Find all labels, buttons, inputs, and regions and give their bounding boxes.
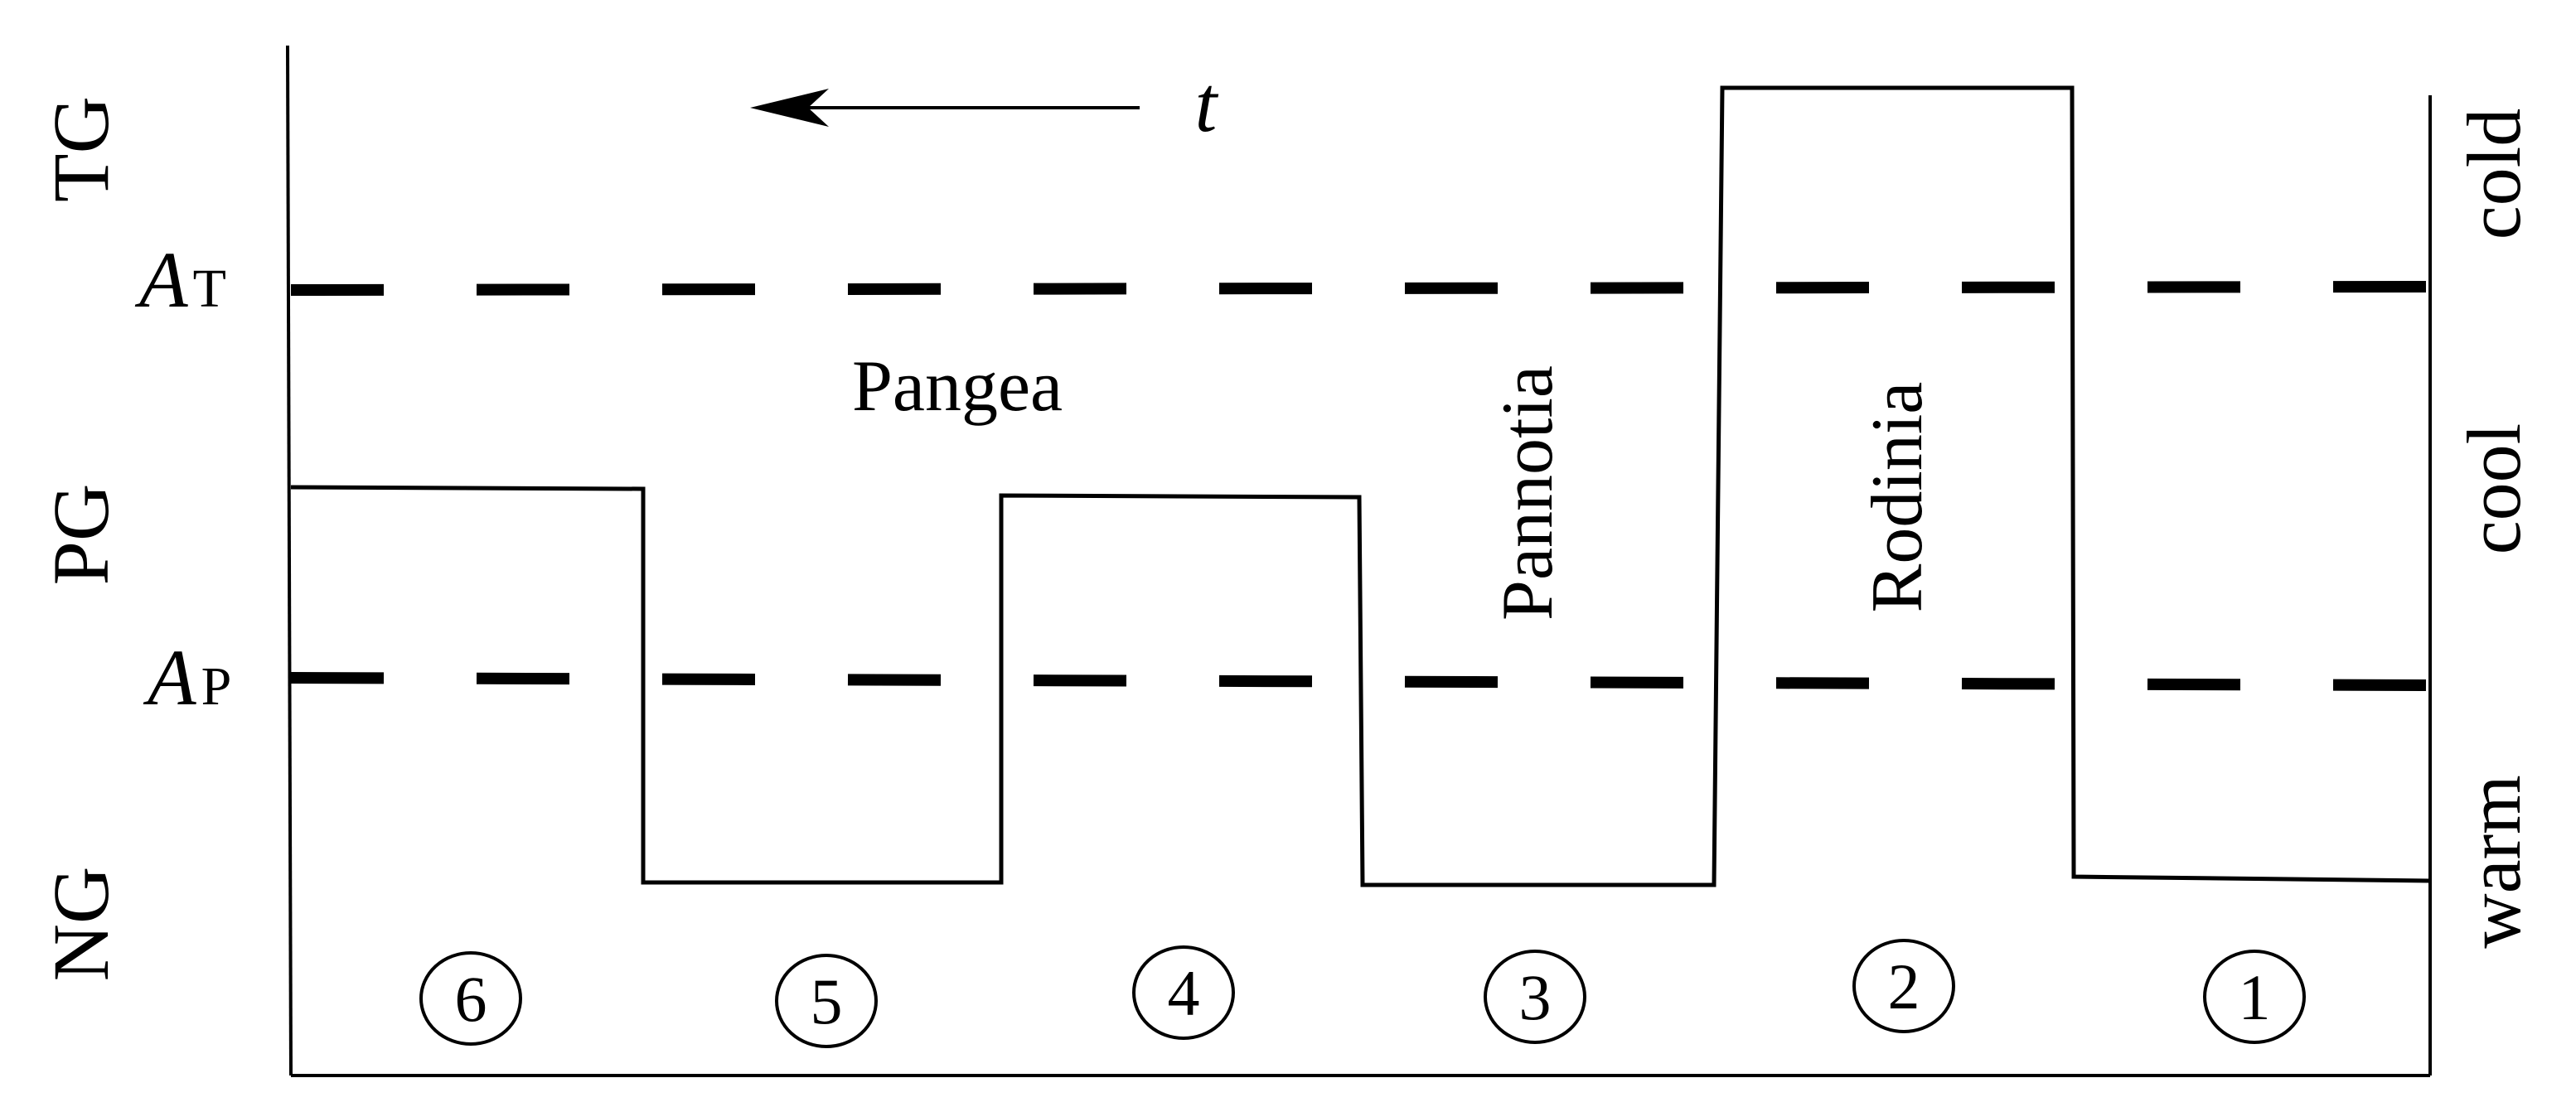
stage-marker-5: 5	[775, 954, 878, 1048]
stage-marker-6: 6	[419, 951, 522, 1046]
threshold-line-at	[290, 281, 2429, 296]
stage-number: 2	[1888, 950, 1920, 1022]
stage-circle	[2203, 950, 2306, 1044]
left-axis-line	[286, 45, 293, 1076]
threshold-ap-label: AP	[143, 633, 231, 722]
ng-label: NG	[36, 867, 125, 982]
pangea-label: Pangea	[852, 346, 1063, 427]
stage-circle	[1484, 950, 1586, 1044]
pannotia-label: Pannotia	[1488, 365, 1568, 621]
threshold-ap-subscript: P	[201, 656, 232, 717]
threshold-ap-symbol: A	[143, 633, 196, 722]
glaciation-state-curve	[290, 85, 2431, 887]
cold-label: cold	[2452, 109, 2536, 239]
rodinia-label: Rodinia	[1857, 382, 1938, 613]
stage-marker-3: 3	[1484, 950, 1586, 1044]
tg-label: TG	[36, 96, 125, 202]
threshold-at-symbol: A	[134, 235, 188, 324]
stage-number: 5	[811, 965, 843, 1037]
cool-label: cool	[2452, 423, 2536, 554]
time-arrow-label: t	[1195, 60, 1219, 148]
stage-number: 4	[1168, 957, 1200, 1029]
warm-label: warm	[2452, 775, 2536, 948]
stage-marker-1: 1	[2203, 950, 2306, 1044]
stage-number: 3	[1519, 961, 1552, 1033]
stage-number: 1	[2239, 961, 2271, 1033]
stage-number: 6	[455, 963, 487, 1035]
threshold-at-subscript: T	[193, 259, 226, 319]
pg-label: PG	[36, 484, 125, 586]
stage-circle	[1132, 945, 1235, 1040]
stage-marker-2: 2	[1852, 939, 1955, 1033]
stage-circle	[1852, 939, 1955, 1033]
stage-marker-4: 4	[1132, 945, 1235, 1040]
time-arrow-head	[750, 89, 829, 127]
threshold-at-label: AT	[134, 235, 226, 324]
stage-circle	[775, 954, 878, 1048]
stage-circle	[419, 951, 522, 1046]
